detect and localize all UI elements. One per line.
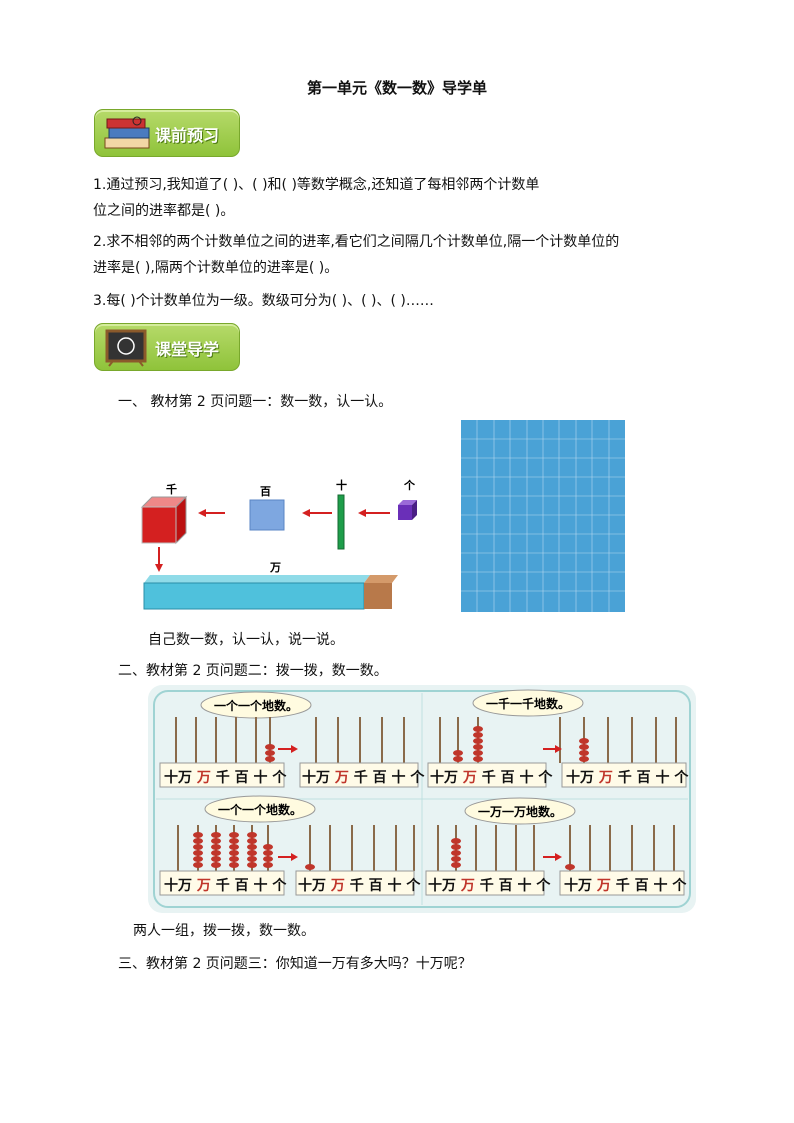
hundred-flat-icon <box>249 499 285 531</box>
abacus-figure: 一个一个地数。 一千一千地数。 一个一个地数。 一万一万地数。 <box>148 685 696 913</box>
counting-blocks-figure: 千 百 十 个 万 <box>140 478 417 610</box>
ten-thousand-bar-icon <box>143 575 398 610</box>
abacus-place-labels-5: 十万 万 千 百 十 个 <box>164 878 287 894</box>
question-3: 3.每( )个计数单位为一级。数级可分为( )、( )、( )…… <box>93 293 434 309</box>
label-bai: 百 <box>260 485 271 498</box>
bubble-4: 一万一万地数。 <box>478 804 562 819</box>
bubble-2: 一千一千地数。 <box>486 696 570 711</box>
unit-cube-icon <box>398 500 417 520</box>
ten-rod-icon <box>337 494 345 550</box>
abacus-place-labels-3: 十万 万 千 百 十 个 <box>430 770 553 786</box>
abacus-place-labels-6: 十万 万 千 百 十 个 <box>298 878 421 894</box>
label-ge: 个 <box>403 478 416 492</box>
task-3-heading: 三、教材第 2 页问题三：你知道一万有多大吗？十万呢？ <box>118 956 472 972</box>
abacus-drawing: 一个一个地数。 一千一千地数。 一个一个地数。 一万一万地数。 <box>153 689 691 908</box>
question-1-line1: 1.通过预习,我知道了( )、( )和( )等数学概念,还知道了每相邻两个计数单 <box>93 177 540 193</box>
question-1: 1.通过预习,我知道了( )、( )和( )等数学概念,还知道了每相邻两个计数单… <box>93 172 713 224</box>
task-2-heading: 二、教材第 2 页问题二：拨一拨，数一数。 <box>118 663 388 679</box>
question-2: 2.求不相邻的两个计数单位之间的进率,看它们之间隔几个计数单位,隔一个计数单位的… <box>93 229 713 281</box>
label-shi: 十 <box>336 478 347 492</box>
abacus-place-labels-2: 十万 万 千 百 十 个 <box>302 770 425 786</box>
abacus-place-labels-1: 十万 万 千 百 十 个 <box>164 770 287 786</box>
abacus-place-labels-7: 十万 万 千 百 十 个 <box>428 878 551 894</box>
abacus-place-labels-4: 十万 万 千 百 十 个 <box>566 770 689 786</box>
bubble-3: 一个一个地数。 <box>218 802 302 817</box>
bubble-1: 一个一个地数。 <box>214 698 298 713</box>
label-qian: 千 <box>166 482 177 496</box>
page-title: 第一单元《数一数》导学单 <box>306 79 487 97</box>
books-icon <box>104 116 150 149</box>
question-2-line2: 进率是( ),隔两个计数单位的进率是( )。 <box>93 260 339 276</box>
ten-thousand-stack-icon <box>461 420 625 612</box>
section-badge-classroom: 课堂导学 <box>94 323 240 371</box>
label-wan: 万 <box>269 561 281 574</box>
section-label-classroom: 课堂导学 <box>155 340 220 359</box>
task-1-note: 自己数一数，认一认，说一说。 <box>148 632 344 648</box>
task-2-note: 两人一组，拨一拨，数一数。 <box>133 923 315 939</box>
section-label-preview: 课前预习 <box>155 126 220 145</box>
thousand-cube-icon <box>140 495 188 545</box>
abacus-place-labels-8: 十万 万 千 百 十 个 <box>564 878 687 894</box>
question-2-line1: 2.求不相邻的两个计数单位之间的进率,看它们之间隔几个计数单位,隔一个计数单位的 <box>93 234 620 250</box>
section-badge-preview: 课前预习 <box>94 109 240 157</box>
chalkboard-icon <box>105 329 147 367</box>
question-1-line2: 位之间的进率都是( )。 <box>93 203 235 219</box>
task-1-heading: 一、 教材第 2 页问题一：数一数，认一认。 <box>118 394 393 410</box>
